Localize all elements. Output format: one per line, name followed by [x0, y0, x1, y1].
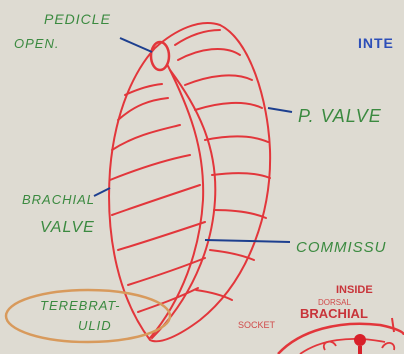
growth-line	[178, 49, 240, 60]
commissure-label: COMMISSU	[296, 239, 387, 256]
growth-line	[112, 125, 180, 150]
pedicle-pointer-line	[120, 38, 152, 52]
growth-line	[110, 155, 190, 180]
valve-tick	[392, 318, 394, 332]
inter-label: INTE	[358, 35, 394, 51]
growth-line	[214, 210, 266, 218]
brachial-pointer-line	[94, 188, 110, 196]
brachial-small-label: BRACHIAL	[300, 306, 368, 321]
p-valve-pointer-line	[268, 108, 292, 112]
socket-label: SOCKET	[238, 320, 276, 330]
terebrat-label-line1: TEREBRAT-	[40, 298, 121, 313]
brachial-label-line2: VALVE	[40, 219, 95, 236]
pedicle-opening-mark	[151, 42, 169, 70]
valve-inner-rim	[300, 339, 385, 354]
growth-line	[112, 185, 200, 215]
growth-line	[118, 222, 205, 250]
commissure-line	[152, 70, 215, 338]
pedicle-label-line1: PEDICLE	[44, 11, 111, 27]
growth-line	[185, 75, 252, 85]
inside-label: INSIDE	[336, 284, 373, 296]
valve-boss	[354, 334, 366, 346]
growth-line	[195, 103, 262, 110]
valve-loop-left	[324, 342, 336, 350]
growth-line	[205, 136, 268, 142]
brachial-label-line1: BRACHIAL	[22, 192, 95, 207]
inside-dorsal-valve-drawing	[278, 318, 404, 354]
growth-line	[210, 250, 254, 260]
growth-line	[118, 98, 168, 120]
p-valve-label: P. VALVE	[298, 106, 382, 126]
valve-loop-right	[382, 343, 394, 350]
commissure-pointer-line	[205, 240, 290, 242]
growth-line	[175, 30, 220, 45]
pedicle-label-line2: OPEN.	[14, 36, 59, 51]
terebrat-label-line2: ULID	[78, 318, 112, 333]
growth-line	[212, 173, 270, 178]
